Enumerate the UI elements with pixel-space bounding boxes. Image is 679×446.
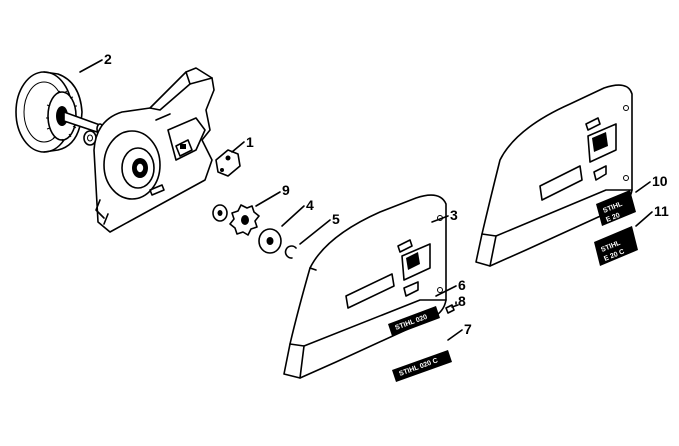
chain-catcher-plate — [215, 149, 241, 177]
e-clip — [284, 245, 297, 259]
washer-9 — [212, 204, 228, 222]
callout-11: 11 — [654, 203, 669, 219]
decal-10-text-b: E 20 — [605, 212, 621, 224]
sprocket-cover-rear — [475, 84, 633, 267]
callout-6: 6 — [458, 277, 466, 293]
callout-1: 1 — [246, 134, 254, 150]
decal-stihl-e20c: STIHL E 20 C — [594, 226, 638, 266]
callout-8: 8 — [458, 293, 466, 309]
washer-4 — [258, 228, 282, 254]
decal-stihl-020c: STIHL 020 C — [392, 350, 452, 382]
callout-7: 7 — [464, 321, 472, 337]
clutch-drum — [15, 71, 104, 153]
crankcase-housing — [93, 67, 215, 233]
spur-sprocket — [229, 204, 260, 236]
sprocket-cover-front — [283, 194, 447, 379]
callout-4: 4 — [306, 197, 314, 213]
callout-3: 3 — [450, 207, 458, 223]
leader-lines — [79, 59, 653, 341]
screw — [445, 304, 459, 314]
callout-10: 10 — [652, 173, 668, 189]
callout-9: 9 — [282, 182, 290, 198]
decal-stihl-e20: STIHL E 20 — [596, 190, 636, 226]
callout-labels: 2 1 9 4 5 3 6 8 7 10 11 — [104, 51, 669, 337]
callout-2: 2 — [104, 51, 112, 67]
callout-5: 5 — [332, 211, 340, 227]
